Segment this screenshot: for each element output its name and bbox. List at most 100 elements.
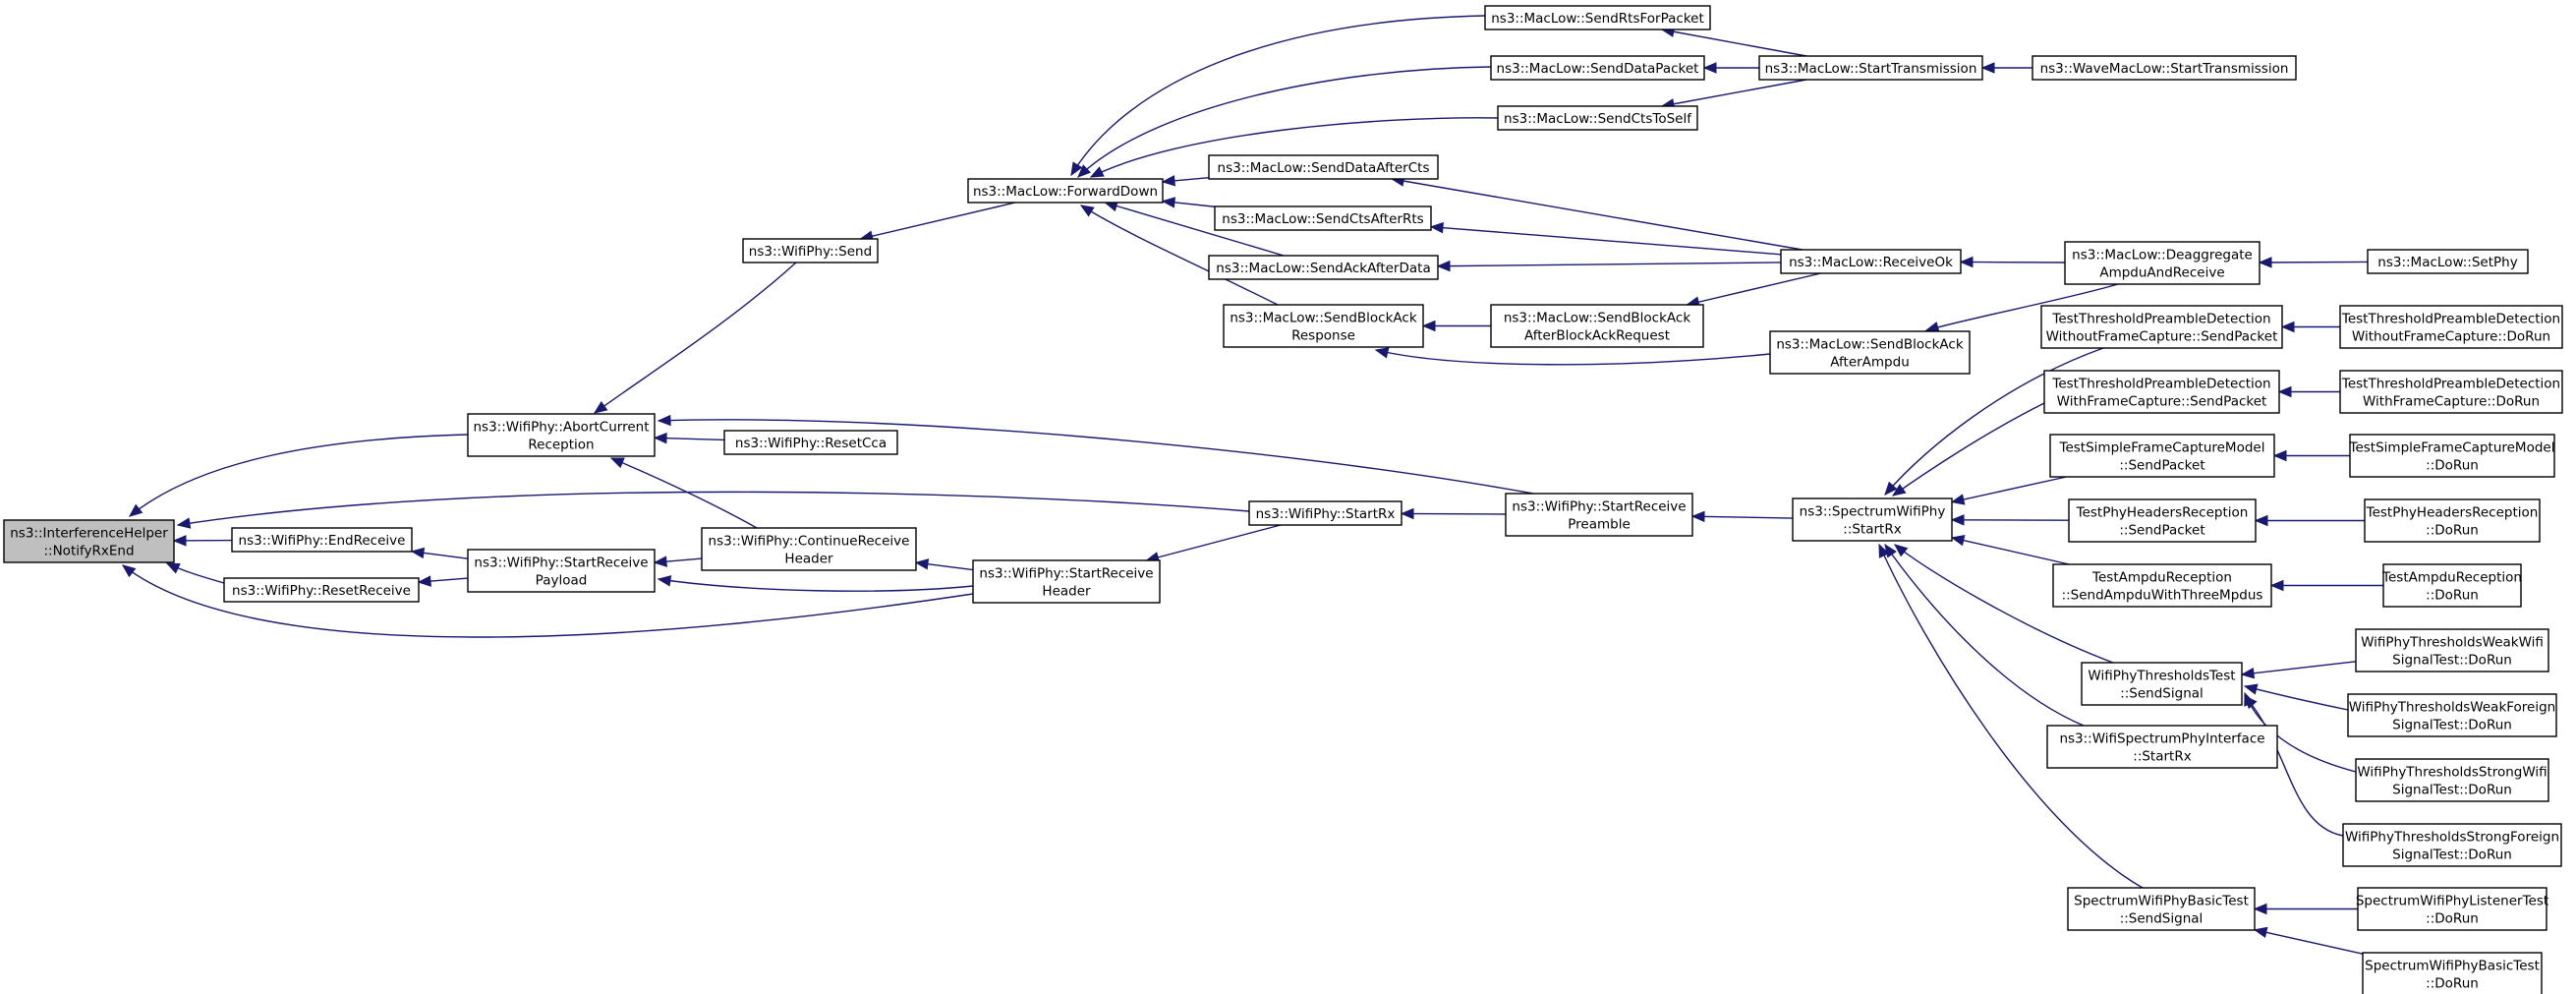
arrowhead-icon: [1690, 510, 1705, 523]
node-tpd-with-send[interactable]: TestThresholdPreambleDetectionWithFrameC…: [2043, 370, 2280, 414]
arrowhead-icon: [1400, 507, 1414, 520]
node-swpbt-send[interactable]: SpectrumWifiPhyBasicTest::SendSignal: [2067, 887, 2256, 931]
node-box: [1505, 493, 1693, 537]
node-tpd-with-run[interactable]: TestThresholdPreambleDetectionWithFrameC…: [2339, 370, 2563, 414]
node-label: ns3::MacLow::SetPhy: [2377, 255, 2517, 270]
node-label: SpectrumWifiPhyBasicTest: [2074, 894, 2249, 909]
edge-line: [122, 564, 974, 638]
edge-wifi-send-to-abort-current: [593, 262, 797, 414]
node-send-block-ack-after-block-ack-request[interactable]: ns3::MacLow::SendBlockAckAfterBlockAckRe…: [1490, 304, 1704, 348]
node-forward-down[interactable]: ns3::MacLow::ForwardDown: [967, 178, 1164, 204]
edge-line: [1691, 515, 1794, 519]
node-spectrum-start-rx[interactable]: ns3::SpectrumWifiPhy::StartRx: [1792, 497, 1953, 542]
node-send-rts-for-packet[interactable]: ns3::MacLow::SendRtsForPacket: [1484, 5, 1711, 30]
node-box: [701, 527, 917, 571]
node-box: [1208, 255, 1439, 280]
arrowhead-icon: [1421, 320, 1436, 332]
node-wpt-strong-foreign[interactable]: WifiPhyThresholdsStrongForeignSignalTest…: [2342, 823, 2562, 867]
node-receive-ok[interactable]: ns3::MacLow::ReceiveOk: [1780, 249, 1962, 274]
edge-send-data-after-cts-to-forward-down: [1161, 175, 1210, 187]
node-label: ns3::MacLow::ForwardDown: [973, 184, 1158, 200]
edge-line: [1392, 178, 1803, 251]
node-tar-run[interactable]: TestAmpduReception::DoRun: [2381, 563, 2522, 608]
edge-send-block-ack-after-ampdu-to-send-block-ack-response: [1374, 347, 1771, 366]
node-label: ns3::WifiPhy::StartRx: [1256, 506, 1396, 522]
node-wpt-send[interactable]: WifiPhyThresholdsTest::SendSignal: [2081, 662, 2243, 706]
edge-continue-receive-header-to-abort-current: [609, 457, 758, 529]
arrowhead-icon: [593, 400, 608, 414]
arrowhead-icon: [1884, 543, 1897, 558]
node-tsfc-run[interactable]: TestSimpleFrameCaptureModel::DoRun: [2349, 434, 2555, 478]
arrowhead-icon: [1950, 535, 1966, 547]
arrowhead-icon: [417, 575, 431, 587]
arrowhead-icon: [1924, 322, 1940, 333]
arrowhead-icon: [2243, 683, 2259, 695]
node-root[interactable]: ns3::InterferenceHelper::NotifyRxEnd: [3, 519, 175, 563]
arrowhead-icon: [165, 562, 181, 574]
node-label: ns3::MacLow::StartTransmission: [1765, 61, 1977, 77]
edge-line: [658, 578, 974, 592]
node-wpt-weak-foreign[interactable]: WifiPhyThresholdsWeakForeignSignalTest::…: [2347, 693, 2557, 737]
node-box: [1214, 205, 1432, 231]
node-wsphy-start-rx[interactable]: ns3::WifiSpectrumPhyInterface::StartRx: [2046, 725, 2278, 769]
node-wave-start-transmission[interactable]: ns3::WaveMacLow::StartTransmission: [2032, 55, 2297, 81]
node-reset-cca[interactable]: ns3::WifiPhy::ResetCca: [723, 430, 898, 455]
node-box: [967, 178, 1164, 204]
arrowhead-icon: [1161, 197, 1176, 208]
arrowhead-icon: [1950, 514, 1965, 526]
node-wpt-strong-wifi[interactable]: WifiPhyThresholdsStrongWifiSignalTest::D…: [2355, 758, 2549, 802]
node-end-receive[interactable]: ns3::WifiPhy::EndReceive: [231, 527, 413, 553]
edge-line: [1884, 544, 2085, 727]
edge-tpd-without-run-to-tpd-without-send: [2280, 321, 2340, 333]
edge-tar-send-to-spectrum-start-rx: [1950, 535, 2070, 565]
node-swpl-run[interactable]: SpectrumWifiPhyListenerTest::DoRun: [2356, 887, 2548, 931]
node-label: Header: [1042, 584, 1091, 600]
node-box: [2049, 434, 2275, 478]
arrowhead-icon: [1089, 166, 1105, 178]
node-box: [2355, 758, 2549, 802]
node-start-transmission[interactable]: ns3::MacLow::StartTransmission: [1758, 55, 1983, 81]
node-send-ack-after-data[interactable]: ns3::MacLow::SendAckAfterData: [1208, 255, 1439, 280]
node-send-data-packet[interactable]: ns3::MacLow::SendDataPacket: [1490, 55, 1705, 81]
node-tpd-without-send[interactable]: TestThresholdPreambleDetectionWithoutFra…: [2040, 305, 2283, 349]
edge-line: [860, 202, 1016, 240]
node-box: [723, 430, 898, 455]
node-label: ns3::WifiPhy::ResetReceive: [232, 583, 411, 599]
arrowhead-icon: [1893, 544, 1909, 557]
edge-reset-receive-to-root: [165, 562, 225, 584]
node-label: TestThresholdPreambleDetection: [2341, 312, 2560, 327]
edge-start-rx-to-start-receive-header: [1145, 524, 1282, 563]
edge-line: [129, 434, 469, 517]
node-label: TestThresholdPreambleDetection: [2341, 377, 2560, 392]
node-wifi-send[interactable]: ns3::WifiPhy::Send: [742, 238, 879, 263]
node-tph-run[interactable]: TestPhyHeadersReception::DoRun: [2364, 498, 2541, 543]
node-label: ::StartRx: [2133, 749, 2191, 765]
node-label: ns3::MacLow::Deaggregate: [2072, 248, 2253, 263]
node-wpt-weak-wifi[interactable]: WifiPhyThresholdsWeakWifiSignalTest::DoR…: [2355, 628, 2549, 672]
node-reset-receive[interactable]: ns3::WifiPhy::ResetReceive: [223, 577, 420, 603]
node-swpb-run[interactable]: SpectrumWifiPhyBasicTest::DoRun: [2362, 952, 2543, 994]
node-tar-send[interactable]: TestAmpduReception::SendAmpduWithThreeMp…: [2052, 563, 2272, 608]
node-tpd-without-run[interactable]: TestThresholdPreambleDetectionWithoutFra…: [2339, 305, 2563, 349]
node-set-phy[interactable]: ns3::MacLow::SetPhy: [2367, 249, 2529, 274]
node-tsfc-send[interactable]: TestSimpleFrameCaptureModel::SendPacket: [2049, 434, 2275, 478]
node-start-rx[interactable]: ns3::WifiPhy::StartRx: [1248, 500, 1402, 526]
arrowhead-icon: [128, 503, 143, 517]
node-box: [2342, 823, 2562, 867]
node-send-cts-after-rts[interactable]: ns3::MacLow::SendCtsAfterRts: [1214, 205, 1432, 231]
arrowhead-icon: [2253, 926, 2268, 939]
node-send-data-after-cts[interactable]: ns3::MacLow::SendDataAfterCts: [1208, 154, 1439, 180]
edge-send-data-packet-to-forward-down: [1077, 66, 1492, 178]
node-label: ns3::WifiPhy::EndReceive: [239, 533, 406, 549]
node-tph-send[interactable]: TestPhyHeadersReception::SendPacket: [2068, 498, 2257, 543]
node-send-cts-to-self[interactable]: ns3::MacLow::SendCtsToSelf: [1497, 105, 1698, 131]
node-label: ns3::MacLow::SendCtsToSelf: [1504, 111, 1692, 127]
